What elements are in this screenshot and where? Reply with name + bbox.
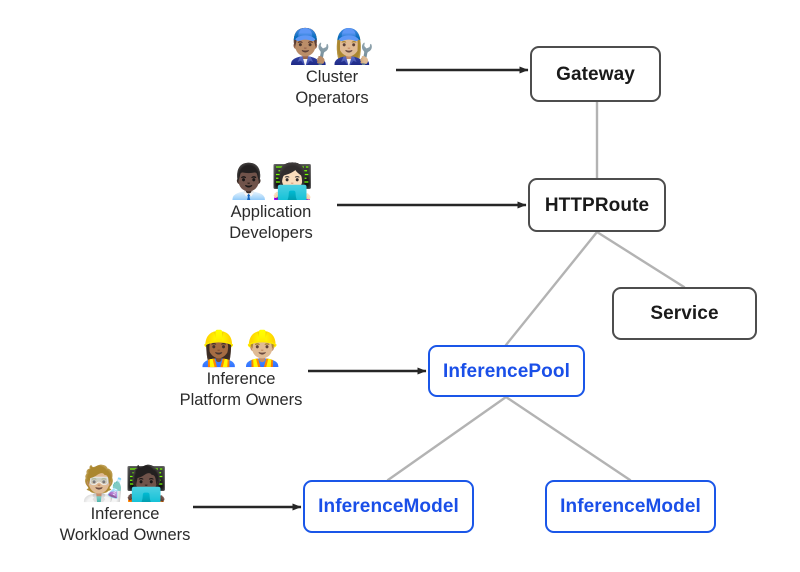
persona-inference-workload-owners: 🧑🏼‍🔬🧑🏿‍💻 Inference Workload Owners xyxy=(54,465,196,546)
node-service[interactable]: Service xyxy=(612,287,757,340)
inference-workload-owners-label: Inference Workload Owners xyxy=(59,505,191,544)
node-inferencepool[interactable]: InferencePool xyxy=(428,345,585,397)
inference-platform-owners-label: Inference Platform Owners xyxy=(179,370,303,409)
edge-httproute-inferencepool xyxy=(504,230,599,347)
node-gateway[interactable]: Gateway xyxy=(530,46,661,102)
inference-platform-owners-emoji: 👷🏾‍♀️👷🏼‍♂️ xyxy=(197,330,285,368)
edge-httproute-service xyxy=(595,230,686,289)
node-inferencemodel-2[interactable]: InferenceModel xyxy=(545,480,716,533)
node-httproute-label: HTTPRoute xyxy=(544,194,650,216)
persona-application-developers: 👨🏿‍💼👩🏻‍💻 Application Developers xyxy=(212,163,330,244)
inference-workload-owners-emoji: 🧑🏼‍🔬🧑🏿‍💻 xyxy=(81,465,169,503)
application-developers-emoji: 👨🏿‍💼👩🏻‍💻 xyxy=(227,163,315,201)
persona-cluster-operators: 👨🏽‍🔧👩🏼‍🔧 Cluster Operators xyxy=(276,28,388,109)
persona-inference-platform-owners: 👷🏾‍♀️👷🏼‍♂️ Inference Platform Owners xyxy=(172,330,310,411)
application-developers-label: Application Developers xyxy=(229,203,313,242)
edge-inferencepool-model-2 xyxy=(504,395,632,482)
cluster-operators-emoji: 👨🏽‍🔧👩🏼‍🔧 xyxy=(288,28,376,66)
edge-inferencepool-model-1 xyxy=(386,395,508,482)
node-inferencemodel-1[interactable]: InferenceModel xyxy=(303,480,474,533)
cluster-operators-label: Cluster Operators xyxy=(295,68,369,107)
node-service-label: Service xyxy=(650,303,719,324)
node-inferencemodel-1-label: InferenceModel xyxy=(318,496,459,517)
node-gateway-label: Gateway xyxy=(556,63,635,85)
node-inferencemodel-2-label: InferenceModel xyxy=(560,496,701,517)
node-inferencepool-label: InferencePool xyxy=(443,360,570,382)
node-httproute[interactable]: HTTPRoute xyxy=(528,178,666,232)
